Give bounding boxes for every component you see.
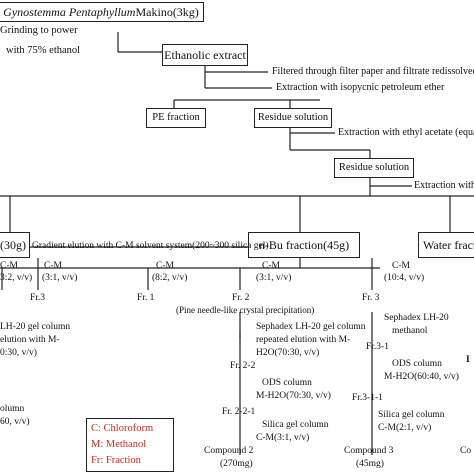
b3-ods: ODS column xyxy=(392,359,442,369)
b2-h2o: H2O(70:30, v/v) xyxy=(256,348,320,358)
b3-fr: Fr. 3 xyxy=(362,293,380,303)
start-rest: Makino(3kg) xyxy=(135,5,199,19)
legend-methanol: M: Methanol xyxy=(91,439,147,450)
b3-cm: C-M xyxy=(392,261,410,271)
b2-repeated: repeated elution with M- xyxy=(256,335,351,345)
start-name: Gynostemma Pentaphyllum xyxy=(3,5,136,19)
step-filter: Filtered through filter paper and filtra… xyxy=(272,66,474,77)
legend-fraction: Fr: Fraction xyxy=(91,455,141,466)
b2-ratio: (3:1, v/v) xyxy=(256,273,292,283)
edge-right-1: I xyxy=(466,355,470,365)
left-cm2: C-M xyxy=(44,261,62,271)
b2-fr22: Fr. 2-2 xyxy=(230,361,256,371)
b2-note: (Pine needle-like crystal precipitation) xyxy=(176,305,315,315)
b1-ratio: (8:2, v/v) xyxy=(152,273,188,283)
b2-sephadex: Sephadex LH-20 gel column xyxy=(256,322,366,332)
step-gradient: Gradient elution with C-M solvent system… xyxy=(32,241,269,251)
left-cm1-ratio: 3:2, v/v) xyxy=(0,273,33,283)
b2-silica: Silica gel column xyxy=(262,420,329,430)
b3-ods-ratio: M-H2O(60:40, v/v) xyxy=(384,372,459,382)
step-petroleum: Extraction with isopycnic petroleum ethe… xyxy=(276,82,445,93)
b2-ods-ratio: M-H2O(70:30, v/v) xyxy=(256,391,331,401)
edge-right-2: Co xyxy=(460,446,472,456)
left-elution: elution with M- xyxy=(0,335,60,345)
b2-fr221: Fr. 2-2-1 xyxy=(222,407,256,417)
step-extraction-n: Extraction with n xyxy=(414,180,474,191)
left-fr3: Fr.3 xyxy=(30,293,46,303)
water-fraction-box: Water fract xyxy=(418,232,474,258)
b3-fr311: Fr.3-1-1 xyxy=(352,393,383,403)
b2-fr: Fr. 2 xyxy=(232,293,250,303)
b3-ratio: (10:4, v/v) xyxy=(384,273,425,283)
left-cm1: C-M xyxy=(0,261,18,271)
step-ethyl-acetate: Extraction with ethyl acetate (equal xyxy=(338,127,474,138)
start-material: Gynostemma Pentaphyllum Makino(3kg) xyxy=(0,2,204,22)
residue-solution-box-2: Residue solution xyxy=(334,158,414,178)
left-cm2-ratio: (3:1, v/v) xyxy=(42,273,78,283)
residue-solution-box-1: Residue solution xyxy=(254,108,332,128)
b3-sephadex: Sephadex LH-20 xyxy=(384,313,449,323)
b2-compound: Compound 2 xyxy=(204,446,254,456)
left-ratio: 0:30, v/v) xyxy=(0,348,37,358)
legend-box: C: Chloroform M: Methanol Fr: Fraction xyxy=(86,418,174,472)
b3-compound: Compound 3 xyxy=(344,446,394,456)
b3-fr31: Fr.3-1 xyxy=(366,342,389,352)
b1-fr: Fr. 1 xyxy=(137,293,155,303)
left-ratio2: 60, v/v) xyxy=(0,417,30,427)
b2-cm: C-M xyxy=(262,261,280,271)
legend-chloroform: C: Chloroform xyxy=(91,423,154,434)
b3-silica-ratio: C-M(2:1, v/v) xyxy=(378,423,432,433)
b1-cm: C-M xyxy=(156,261,174,271)
b3-mass: (45mg) xyxy=(356,459,384,469)
b2-silica-ratio: C-M(3:1, v/v) xyxy=(256,433,310,443)
pe-fraction-box: PE fraction xyxy=(146,108,206,128)
b3-silica: Silica gel column xyxy=(378,410,445,420)
b3-methanol: methanol xyxy=(392,326,428,336)
left-column: olumn xyxy=(0,404,25,414)
nbu-fraction-box: n-Bu fraction(45g) xyxy=(248,232,360,258)
b2-mass: (270mg) xyxy=(220,459,253,469)
left-fraction-box: (30g) xyxy=(0,232,30,258)
step-grind: Grinding to power xyxy=(0,25,78,36)
ethanolic-extract-box: Ethanolic extract xyxy=(162,44,248,66)
b2-ods: ODS column xyxy=(262,378,312,388)
left-gel: LH-20 gel column xyxy=(0,322,71,332)
step-ethanol: with 75% ethanol xyxy=(6,45,81,56)
